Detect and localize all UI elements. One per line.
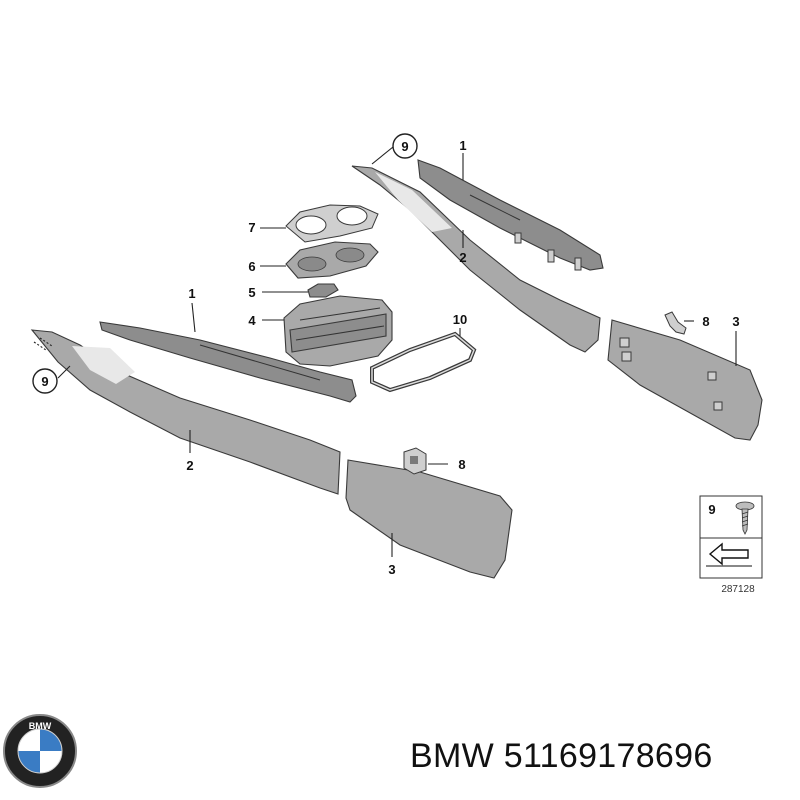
callout-4: 4 (248, 313, 256, 328)
callout-1-right: 1 (459, 138, 466, 153)
callout-8-mid: 8 (458, 457, 465, 472)
leader-lines (33, 146, 737, 557)
callout-5: 5 (248, 285, 255, 300)
callout-7: 7 (248, 220, 255, 235)
part-8-left-clip (403, 447, 427, 475)
part-5-pad (307, 283, 339, 298)
callout-9-top: 9 (392, 133, 418, 159)
caption-brand: BMW (410, 737, 494, 775)
callout-3-bottom: 3 (388, 562, 395, 577)
callout-9-top-label: 9 (401, 139, 408, 154)
screw-icon (735, 501, 755, 535)
callout-10: 10 (453, 312, 467, 327)
caption-part-number: 51169178696 (503, 737, 713, 775)
legend-box: 9 (699, 495, 763, 579)
callout-6: 6 (248, 259, 255, 274)
part-7-cup-holder-frame (285, 204, 379, 243)
part-2-left-panel (30, 329, 341, 495)
part-2-right-panel (351, 165, 601, 353)
part-6-cup-holder-insert (285, 241, 379, 279)
callout-3-right: 3 (732, 314, 739, 329)
callout-9-left: 9 (32, 368, 58, 394)
bmw-logo: BMW (3, 714, 77, 788)
legend-item-number: 9 (708, 502, 715, 517)
part-3-left-plate (345, 459, 513, 579)
part-3-right-plate (607, 319, 763, 441)
part-4-console-box (283, 295, 393, 367)
part-caption: BMW 51169178696 (410, 737, 713, 776)
part-8-right-clip (664, 311, 687, 335)
part-1-left-strip (99, 321, 357, 403)
figure-number: 287128 (721, 584, 755, 595)
direction-arrow-icon (706, 542, 752, 567)
callout-2-left: 2 (186, 458, 193, 473)
callout-2-right: 2 (459, 250, 466, 265)
callout-1-left: 1 (188, 286, 195, 301)
bmw-logo-letters: BMW (29, 721, 52, 731)
part-1-right-strip (417, 159, 604, 271)
callout-9-left-label: 9 (41, 374, 48, 389)
callout-8-right: 8 (702, 314, 709, 329)
part-10-frame (370, 331, 477, 393)
